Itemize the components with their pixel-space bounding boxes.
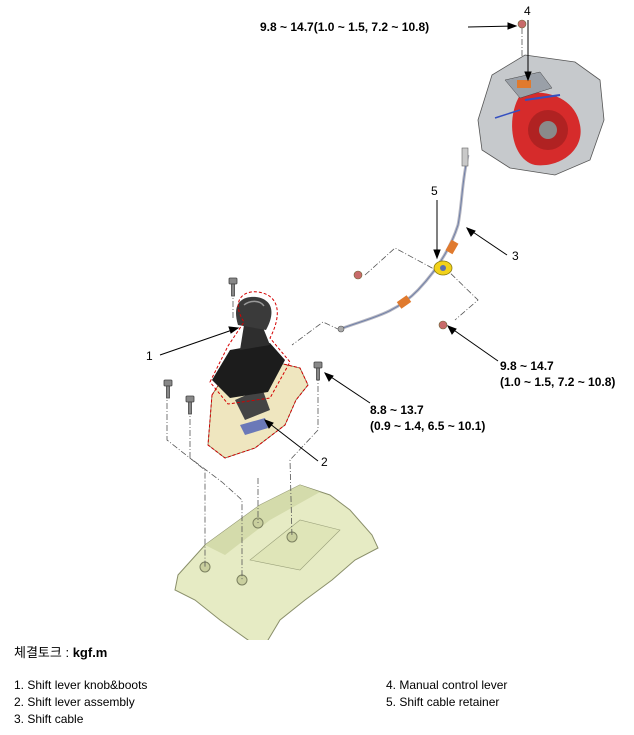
callout-5: 5 [431, 184, 438, 198]
parts-legend-left: 1. Shift lever knob&boots 2. Shift lever… [14, 677, 147, 728]
legend-item: 5. Shift cable retainer [386, 695, 500, 709]
torque-spec-cable-nut-line1: 9.8 ~ 14.7 [500, 359, 554, 373]
torque-spec-lever-bolt-line1: 8.8 ~ 13.7 [370, 403, 424, 417]
torque-spec-lever-bolt-line2: (0.9 ~ 1.4, 6.5 ~ 10.1) [370, 419, 485, 433]
torque-unit-note: 체결토크 : kgf.m [14, 642, 107, 661]
torque-unit-label: 체결토크 : [14, 645, 73, 660]
shift-lever-exploded-diagram: 1 2 3 4 5 9.8 ~ 14.7(1.0 ~ 1.5, 7.2 ~ 10… [146, 4, 615, 640]
torque-spec-cable-nut-line2: (1.0 ~ 1.5, 7.2 ~ 10.8) [500, 375, 615, 389]
shift-cable [337, 147, 470, 333]
torque-spec-manual-lever: 9.8 ~ 14.7(1.0 ~ 1.5, 7.2 ~ 10.8) [260, 20, 429, 34]
parts-legend-right: 4. Manual control lever 5. Shift cable r… [386, 677, 507, 711]
callout-3: 3 [512, 249, 519, 263]
legend-item: 3. Shift cable [14, 712, 84, 726]
floor-panel [174, 484, 379, 640]
mounting-bolts [163, 277, 323, 415]
legend-item: 4. Manual control lever [386, 678, 508, 692]
leader-lines [159, 20, 532, 462]
legend-item: 2. Shift lever assembly [14, 695, 135, 709]
torque-unit-value: kgf.m [72, 645, 108, 660]
assembly-guide-lines [166, 28, 523, 580]
callout-1: 1 [146, 349, 153, 363]
transaxle-assembly [477, 54, 605, 176]
legend-item: 1. Shift lever knob&boots [14, 678, 148, 692]
shift-cable-retainer [433, 260, 453, 276]
shift-knob-and-boot [209, 291, 291, 405]
cable-nuts [353, 19, 527, 330]
callout-4: 4 [524, 4, 531, 18]
callout-2: 2 [321, 455, 328, 469]
